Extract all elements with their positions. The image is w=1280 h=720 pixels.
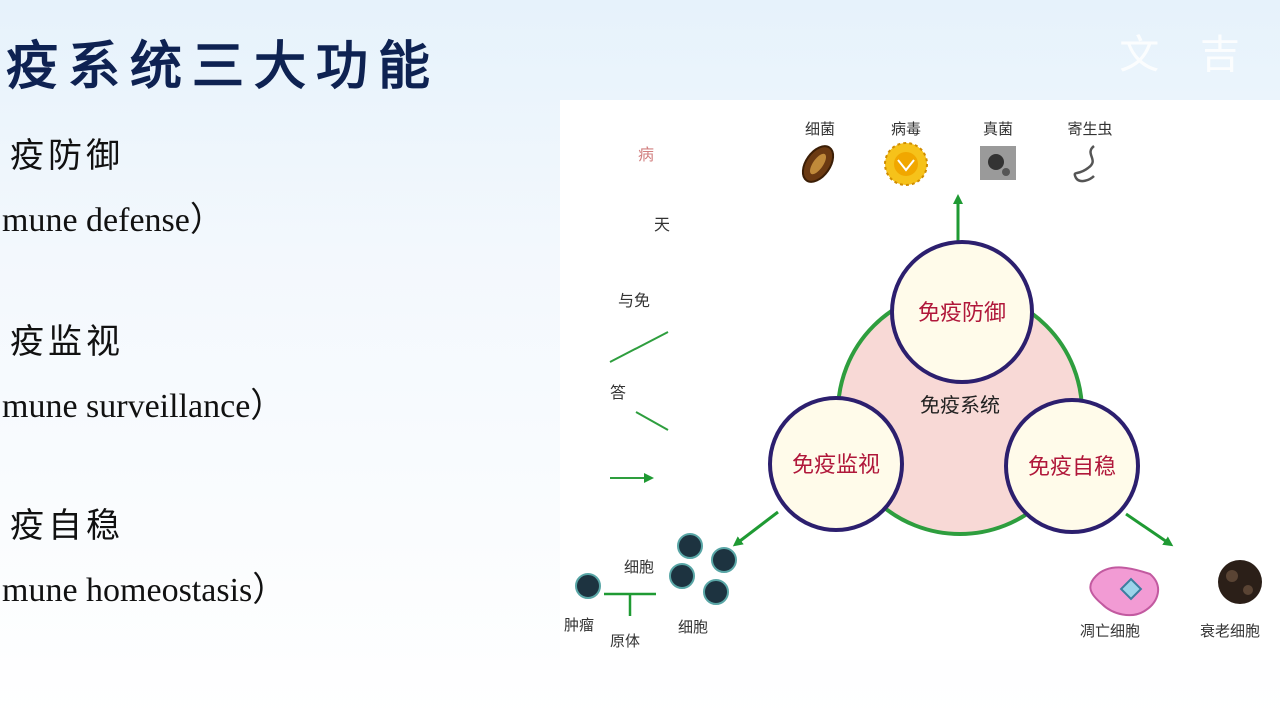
senescent-cell-label: 衰老细胞 (1200, 622, 1260, 640)
node-homeostasis-label: 免疫自稳 (1028, 455, 1116, 480)
cutoff-line-1 (609, 331, 669, 363)
surveillance-branch-lines (604, 592, 656, 616)
center-label: 免疫系统 (920, 393, 1000, 417)
apoptotic-cell-label: 凋亡细胞 (1080, 622, 1140, 640)
cutoff-text-a: 病 (638, 145, 654, 164)
function-3-title: 疫自稳 (10, 506, 124, 546)
pathogen-label: 原体 (610, 632, 640, 650)
arrow-to-homeostasis (1125, 512, 1174, 547)
parasite-icon (1073, 145, 1095, 183)
cells-label-lower: 细胞 (678, 618, 708, 636)
arrow-to-tumor (732, 510, 779, 547)
immune-diagram: 病 天 与免 答 细菌 病毒 真菌 寄生虫 免疫系统 (564, 120, 1262, 650)
pathogen-label-parasite: 寄生虫 (1067, 120, 1112, 138)
node-homeostasis: 免疫自稳 (1004, 398, 1140, 534)
senescent-cell-icon (1218, 560, 1262, 604)
function-1-title: 疫防御 (10, 136, 124, 176)
tumor-cells-icon (575, 533, 737, 605)
node-defense-label: 免疫防御 (918, 301, 1006, 326)
pathogen-label-bacteria: 细菌 (805, 120, 835, 138)
pathogen-label-fungus: 真菌 (983, 120, 1013, 138)
cells-label-upper: 细胞 (624, 558, 654, 576)
function-2-title: 疫监视 (10, 322, 124, 362)
bacteria-icon (801, 145, 835, 183)
slide-title: 疫系统三大功能 (6, 37, 441, 97)
apoptotic-cell-icon (1089, 566, 1160, 617)
cutoff-line-2 (635, 411, 669, 431)
cutoff-text-b: 天 (654, 215, 670, 234)
function-2-english: mune surveillance） (2, 388, 285, 425)
cutoff-text-c: 与免 (618, 291, 650, 310)
function-3-english: mune homeostasis） (2, 572, 287, 609)
fungus-icon (980, 146, 1016, 180)
node-surveillance-label: 免疫监视 (792, 453, 880, 478)
function-1-english: mune defense） (2, 202, 224, 239)
node-surveillance: 免疫监视 (768, 396, 904, 532)
cutoff-text-d: 答 (610, 383, 626, 402)
node-defense: 免疫防御 (890, 240, 1034, 384)
tumor-label: 肿瘤 (564, 616, 594, 634)
virus-icon (884, 142, 928, 186)
diagram-panel: 病 天 与免 答 细菌 病毒 真菌 寄生虫 免疫系统 (560, 100, 1280, 660)
watermark: 文 吉 (1119, 32, 1254, 78)
pathogen-label-virus: 病毒 (891, 120, 921, 138)
